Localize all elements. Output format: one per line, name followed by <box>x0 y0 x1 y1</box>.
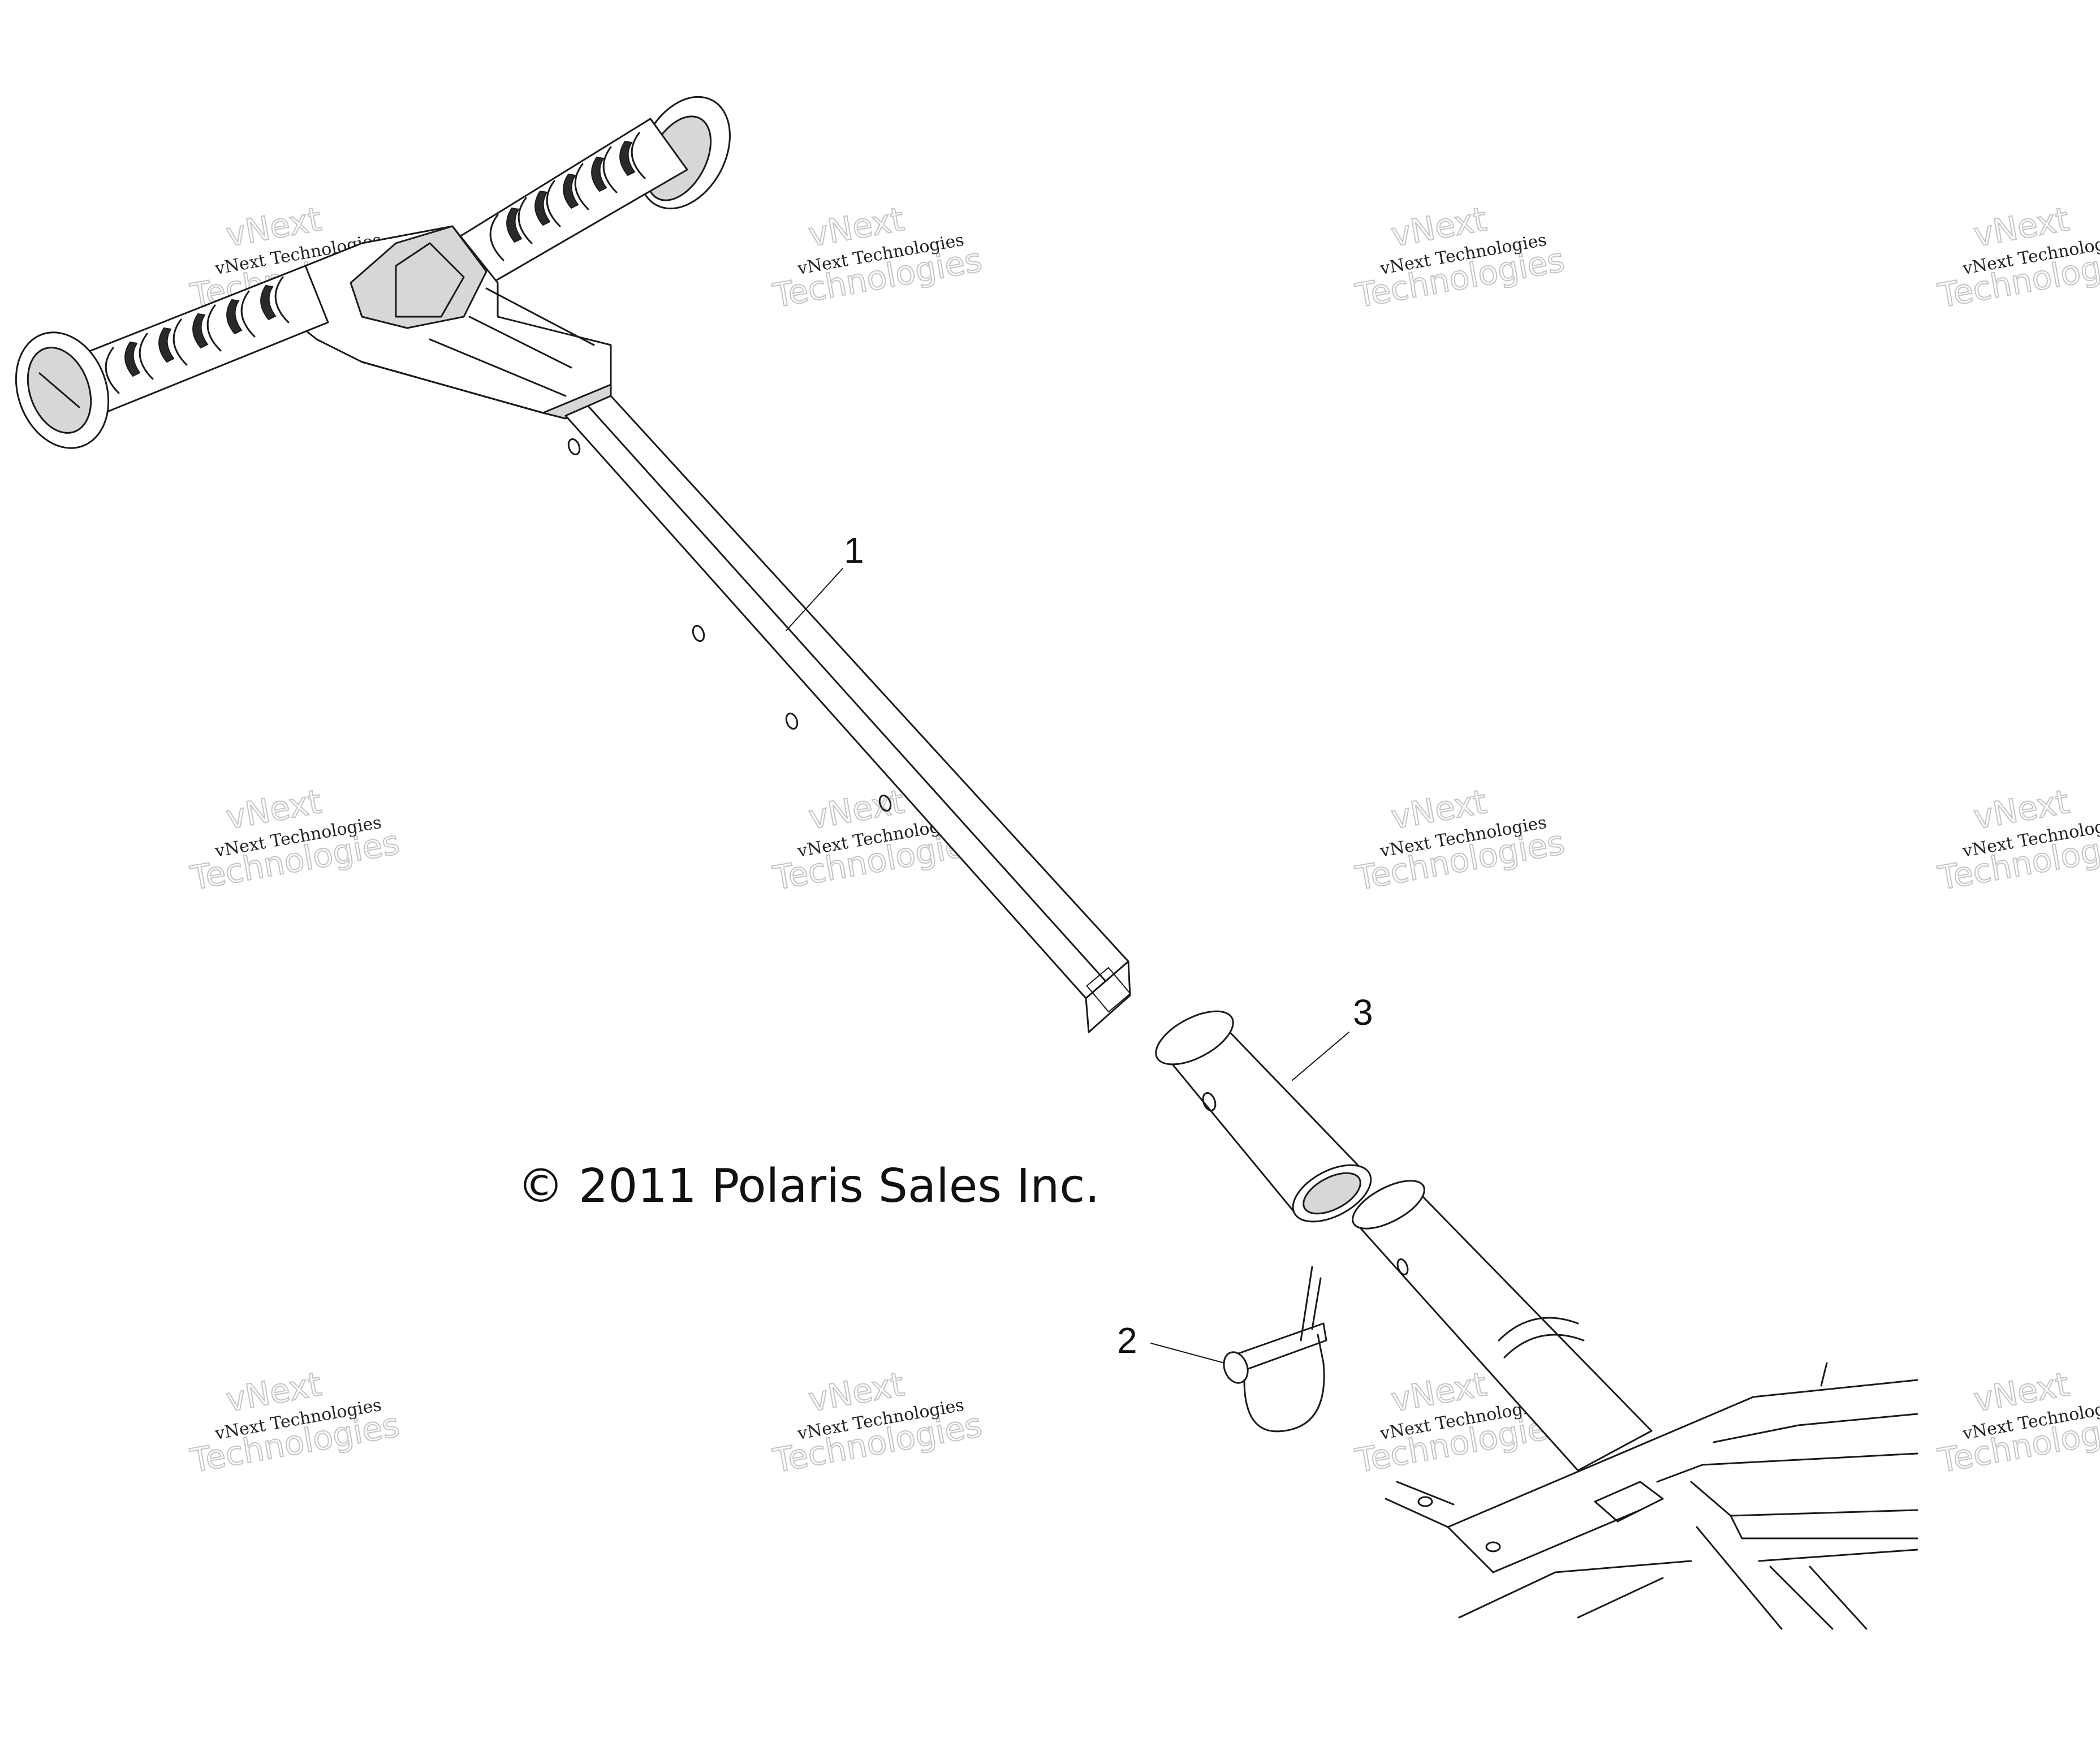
callout-1-label: 1 <box>844 530 864 571</box>
callout-leaders <box>786 568 1349 1364</box>
t-handle-part[interactable] <box>1 81 1131 1033</box>
lynch-pin-part[interactable] <box>1220 1266 1327 1433</box>
bushing-part[interactable] <box>1148 1000 1380 1234</box>
copyright-notice: © 2011 Polaris Sales Inc. <box>518 1159 1099 1213</box>
hitch-receiver <box>1352 1180 1918 1630</box>
callout-3-label: 3 <box>1353 992 1373 1033</box>
callout-2-label: 2 <box>1117 1320 1137 1361</box>
